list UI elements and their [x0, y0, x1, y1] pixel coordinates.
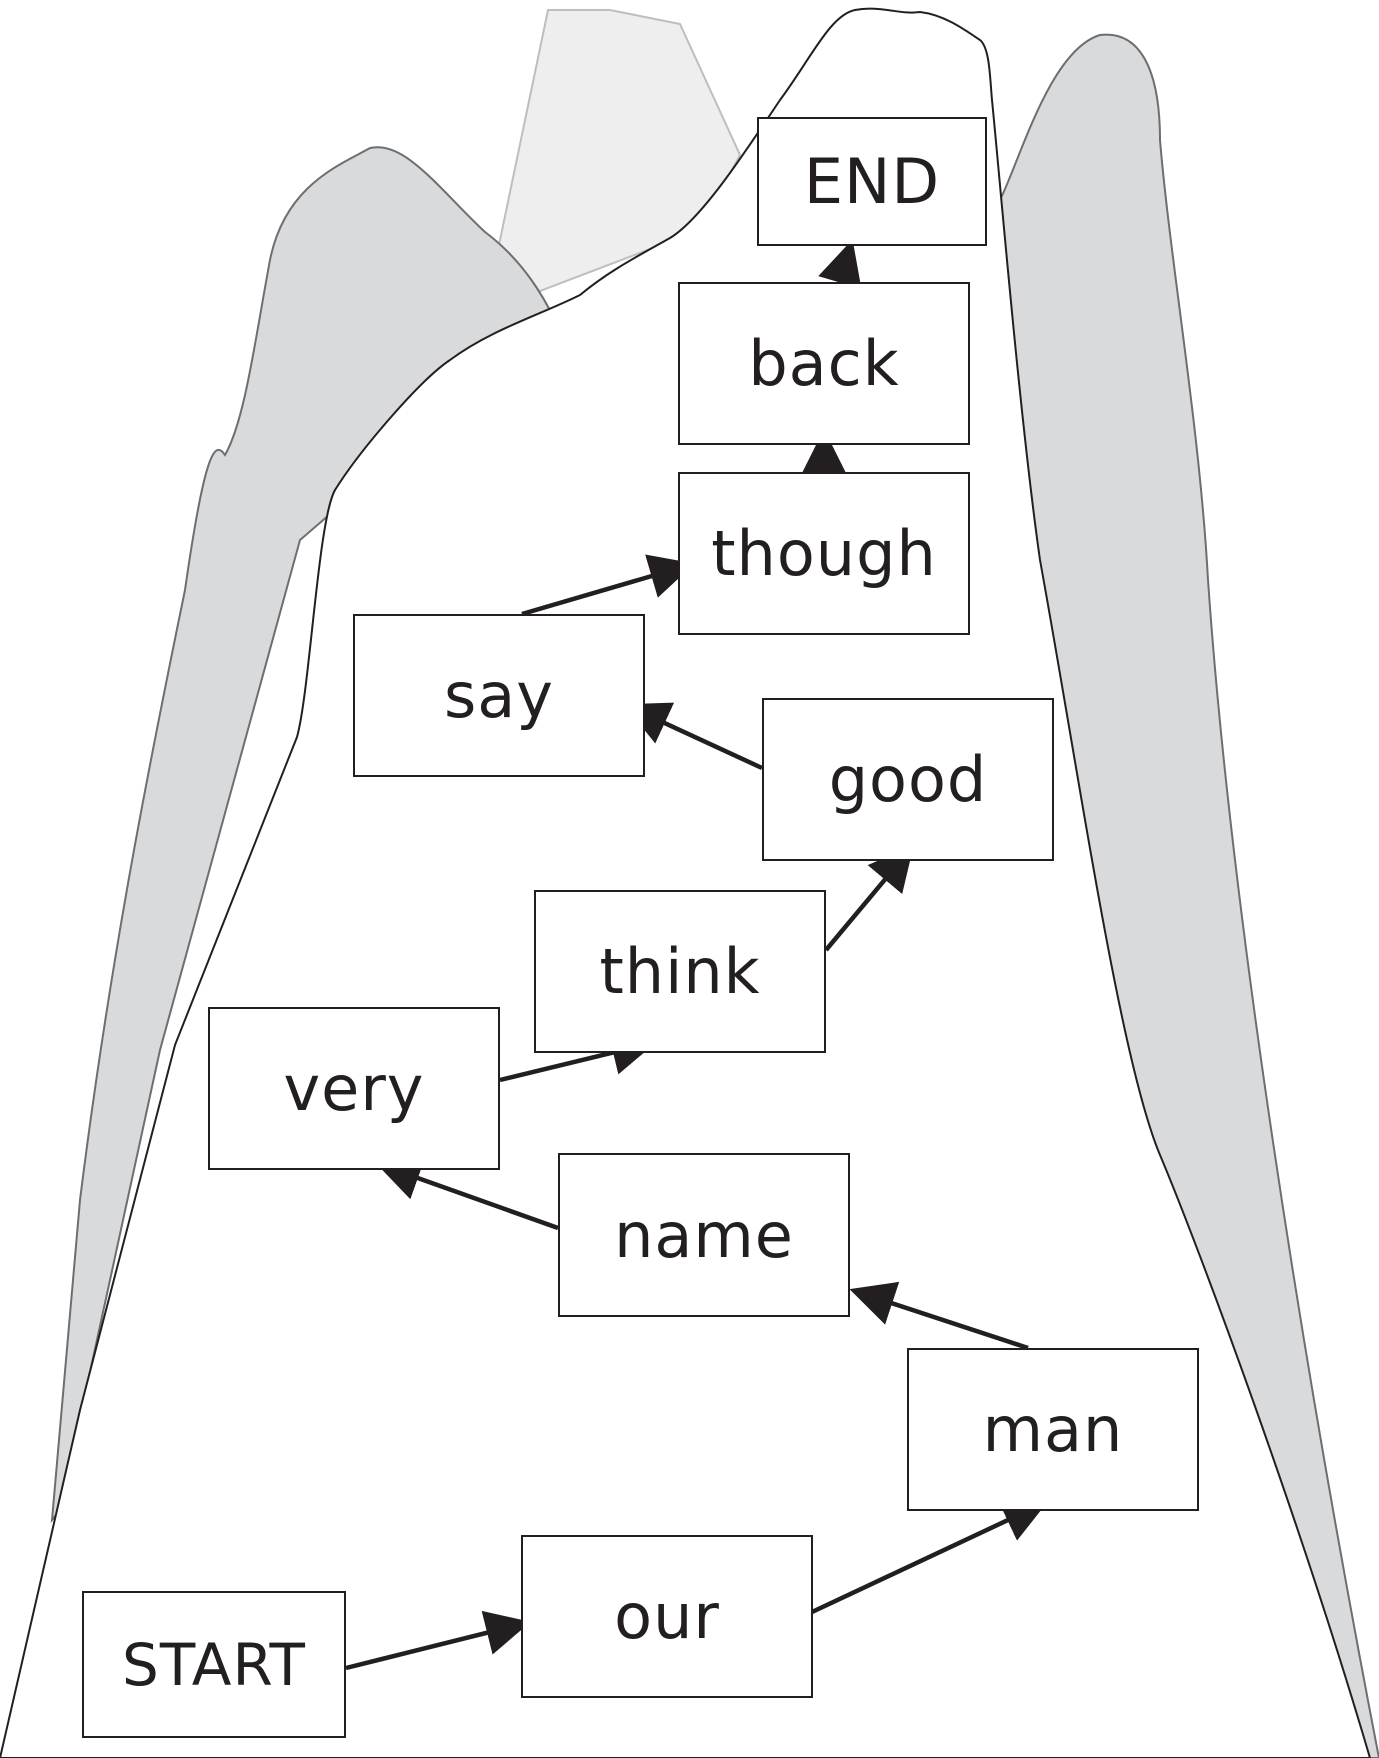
node-very-label: very [283, 1052, 424, 1125]
node-back-label: back [748, 327, 899, 400]
node-back: back [678, 282, 970, 445]
node-very: very [208, 1007, 500, 1170]
node-man-label: man [983, 1393, 1124, 1466]
node-end-label: END [804, 145, 940, 218]
node-end: END [757, 117, 987, 246]
node-good-label: good [829, 743, 988, 816]
node-name: name [558, 1153, 850, 1317]
node-our: our [521, 1535, 813, 1698]
node-say-label: say [444, 659, 554, 732]
node-our-label: our [614, 1580, 720, 1653]
node-though: though [678, 472, 970, 635]
node-good: good [762, 698, 1054, 861]
node-man: man [907, 1348, 1199, 1511]
node-start-label: START [122, 1631, 306, 1699]
node-start: START [82, 1591, 346, 1738]
node-think: think [534, 890, 826, 1053]
node-say: say [353, 614, 645, 777]
node-though-label: though [711, 517, 936, 590]
node-name-label: name [614, 1199, 794, 1272]
node-think-label: think [599, 935, 760, 1008]
